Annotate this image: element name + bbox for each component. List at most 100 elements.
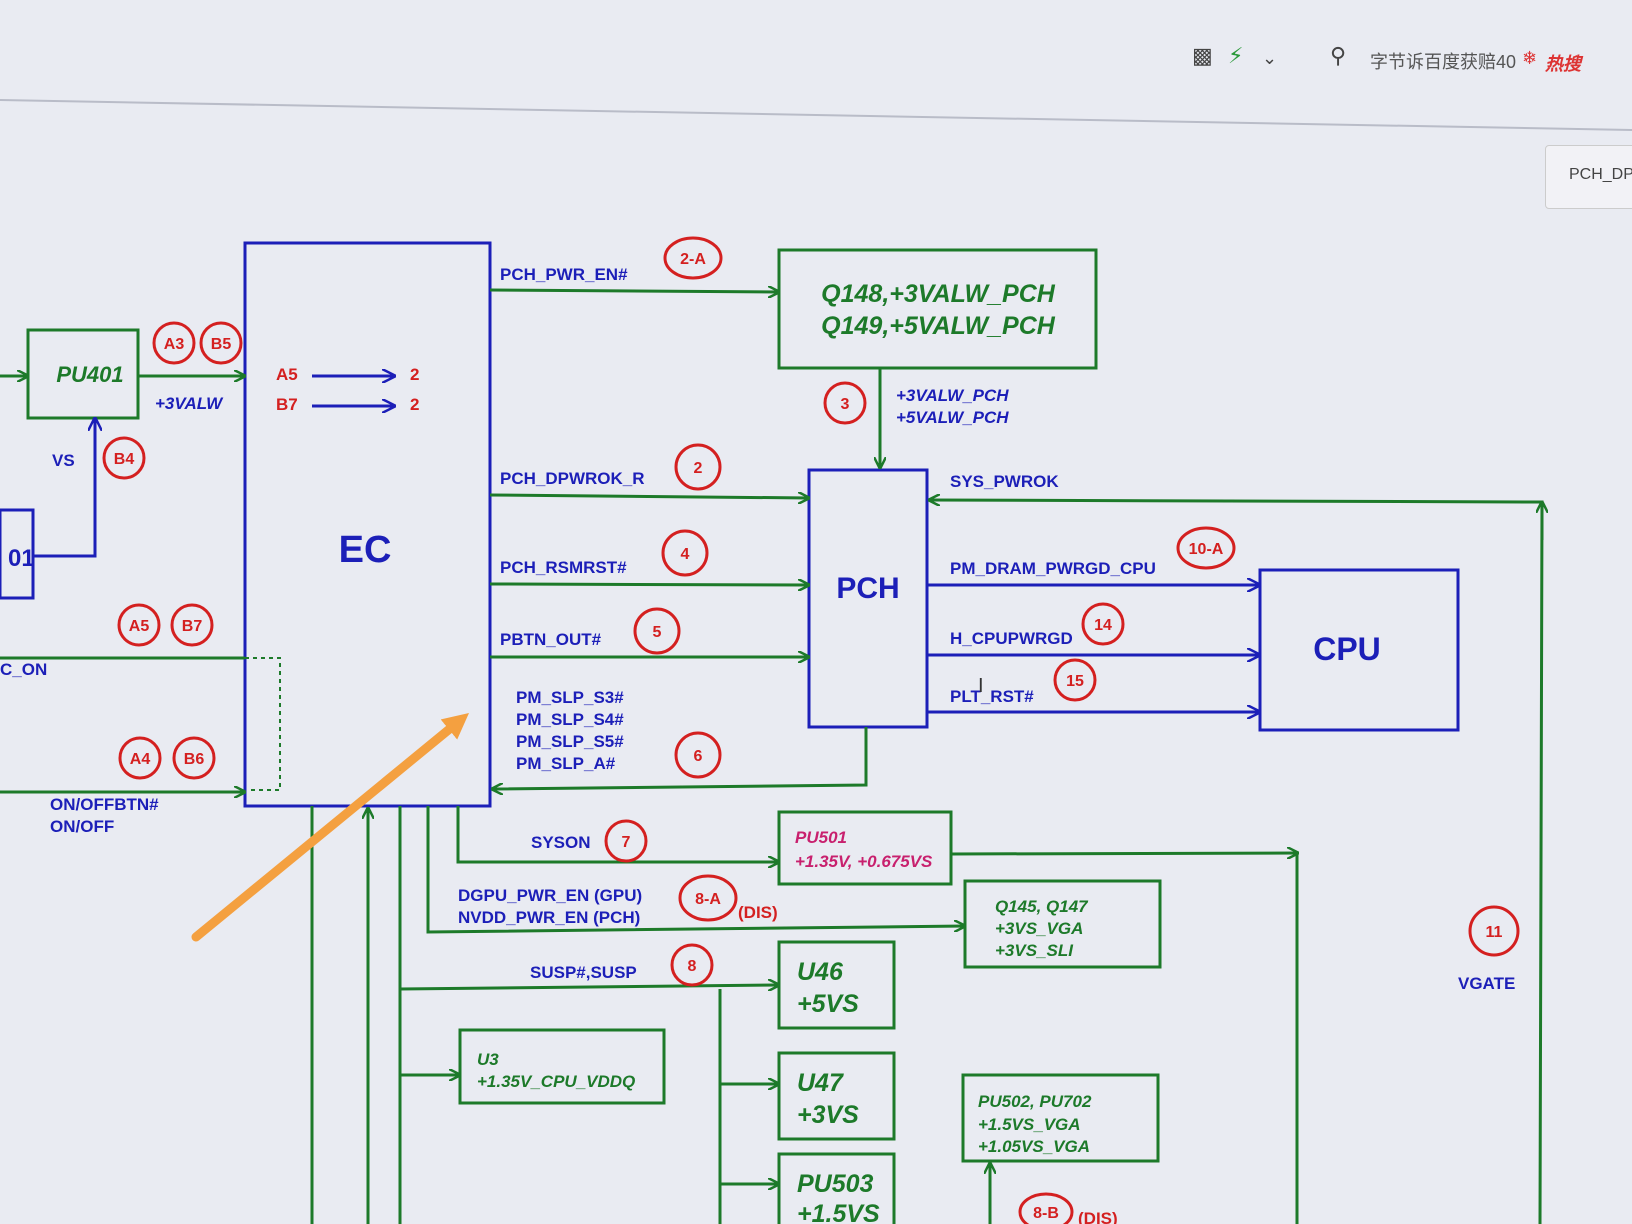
marker-b4-ring bbox=[102, 436, 146, 480]
wire-pu501-out bbox=[950, 853, 1298, 854]
marker-a3-ring bbox=[152, 321, 196, 365]
marker-6: 6 bbox=[694, 748, 703, 765]
u47-line2: +3VS bbox=[797, 1101, 859, 1129]
pu502-box bbox=[961, 1073, 1160, 1163]
marker-a4-ring bbox=[118, 736, 162, 780]
marker-7-ring bbox=[604, 819, 648, 863]
label-pm-slp-s3: PM_SLP_S3# bbox=[516, 688, 624, 707]
marker-11: 11 bbox=[1486, 924, 1503, 941]
marker-b5-ring bbox=[199, 321, 243, 365]
pu502-line2: +1.5VS_VGA bbox=[978, 1115, 1081, 1134]
side-tab-label: PCH_DP bbox=[1569, 166, 1632, 183]
pu503-line2: +1.5VS bbox=[797, 1200, 880, 1224]
marker-7: 7 bbox=[622, 834, 631, 851]
pu502-line3: +1.05VS_VGA bbox=[978, 1137, 1090, 1156]
wire-syson bbox=[456, 806, 779, 862]
screen-capture-icon[interactable]: ▩ bbox=[1192, 44, 1213, 69]
marker-2: 2 bbox=[694, 460, 703, 477]
q145-line2: +3VS_VGA bbox=[995, 919, 1083, 938]
pu501-box bbox=[777, 810, 953, 886]
marker-8: 8 bbox=[688, 958, 697, 975]
hot-search-label[interactable]: 热搜 bbox=[1545, 54, 1581, 74]
chevron-down-icon[interactable]: ⌄ bbox=[1262, 48, 1278, 69]
marker-a4: A4 bbox=[130, 751, 151, 768]
pu503-line1: PU503 bbox=[797, 1170, 874, 1198]
label-pm-slp-s4: PM_SLP_S4# bbox=[516, 710, 624, 729]
ec-dotted-link bbox=[245, 657, 281, 791]
marker-8a-ring bbox=[678, 874, 738, 922]
browser-toolbar: ▩ ⚡ ⌄ ⚲ 字节诉百度获赔40 热搜 ❄ bbox=[0, 0, 1632, 100]
label-two-b: 2 bbox=[410, 395, 419, 414]
u3-line2: +1.35V_CPU_VDDQ bbox=[477, 1072, 635, 1091]
label-pm-slp-a: PM_SLP_A# bbox=[516, 754, 616, 773]
label-susp: SUSP#,SUSP bbox=[530, 963, 637, 982]
marker-15: 15 bbox=[1066, 673, 1084, 690]
marker-a5-ring bbox=[117, 603, 161, 647]
pch-label: PCH bbox=[836, 572, 899, 605]
ec-label: EC bbox=[339, 529, 392, 571]
label-c-on: C_ON bbox=[0, 660, 47, 679]
flame-icon: ❄ bbox=[1522, 48, 1538, 69]
q148-line2: Q149,+5VALW_PCH bbox=[821, 312, 1056, 340]
bolt-icon[interactable]: ⚡ bbox=[1228, 44, 1244, 69]
label-onoffbtn: ON/OFFBTN# bbox=[50, 795, 159, 814]
label-valw-pch-3: +3VALW_PCH bbox=[896, 386, 1009, 405]
search-icon[interactable]: ⚲ bbox=[1330, 44, 1347, 69]
label-pch-dpwrok: PCH_DPWROK_R bbox=[500, 469, 645, 488]
u47-line1: U47 bbox=[797, 1069, 844, 1097]
marker-3: 3 bbox=[841, 396, 850, 413]
pu501-line2: +1.35V, +0.675VS bbox=[795, 852, 933, 871]
label-syson: SYSON bbox=[531, 833, 591, 852]
wire-pch-dpwrok bbox=[489, 495, 809, 498]
label-vgate: VGATE bbox=[1458, 974, 1515, 993]
marker-2a-ring bbox=[663, 236, 723, 280]
marker-b7: B7 bbox=[182, 618, 203, 635]
label-sys-pwrok: SYS_PWROK bbox=[950, 472, 1059, 491]
side-tab[interactable]: PCH_DP bbox=[1545, 145, 1632, 209]
label-pch-pwr-en: PCH_PWR_EN# bbox=[500, 265, 628, 284]
u3-line1: U3 bbox=[477, 1050, 499, 1069]
pu501-line1: PU501 bbox=[795, 828, 847, 847]
label-dis-2: (DIS) bbox=[1078, 1209, 1118, 1224]
wire-vs bbox=[33, 418, 95, 558]
marker-b5: B5 bbox=[211, 336, 232, 353]
marker-10a: 10-A bbox=[1189, 541, 1224, 558]
marker-8-ring bbox=[670, 943, 714, 987]
q148-box bbox=[777, 248, 1098, 370]
wire-pch-rsmrst bbox=[489, 584, 809, 585]
pu503-box bbox=[777, 1152, 896, 1224]
marker-15-ring bbox=[1053, 658, 1097, 702]
u46-line2: +5VS bbox=[797, 990, 859, 1018]
marker-8b-ring bbox=[1018, 1192, 1074, 1224]
q148-line1: Q148,+3VALW_PCH bbox=[821, 280, 1056, 308]
label-dis: (DIS) bbox=[738, 903, 778, 922]
label-plt-rst: PLT_RST# bbox=[950, 687, 1034, 706]
marker-b4: B4 bbox=[114, 451, 135, 468]
label-dgpu-pwr-en: DGPU_PWR_EN (GPU) bbox=[458, 886, 642, 905]
marker-14: 14 bbox=[1094, 617, 1112, 634]
marker-11-ring bbox=[1468, 905, 1520, 957]
pch-box bbox=[807, 468, 929, 729]
marker-b6: B6 bbox=[184, 751, 205, 768]
label-valw-pch-5: +5VALW_PCH bbox=[896, 408, 1009, 427]
label-vs: VS bbox=[52, 451, 75, 470]
label-b7-inner: B7 bbox=[276, 395, 298, 414]
marker-8b: 8-B bbox=[1033, 1205, 1059, 1222]
marker-a3: A3 bbox=[164, 336, 185, 353]
label-h-cpupwrgd: H_CPUPWRGD bbox=[950, 629, 1073, 648]
label-nvdd-pwr-en: NVDD_PWR_EN (PCH) bbox=[458, 908, 640, 927]
cpu-label: CPU bbox=[1313, 631, 1381, 667]
q145-line3: +3VS_SLI bbox=[995, 941, 1074, 960]
box-01-label: 01 bbox=[8, 545, 35, 572]
search-suggestion-text[interactable]: 字节诉百度获赔40 bbox=[1370, 52, 1517, 72]
marker-b7-ring bbox=[170, 603, 214, 647]
text-cursor-icon: I bbox=[978, 675, 984, 697]
marker-a5: A5 bbox=[129, 618, 150, 635]
marker-14-ring bbox=[1081, 602, 1125, 646]
marker-3-ring bbox=[823, 381, 867, 425]
marker-8a: 8-A bbox=[695, 891, 721, 908]
pu401-label: PU401 bbox=[56, 362, 123, 387]
ec-box bbox=[243, 241, 492, 808]
wire-dgpu bbox=[426, 806, 965, 934]
